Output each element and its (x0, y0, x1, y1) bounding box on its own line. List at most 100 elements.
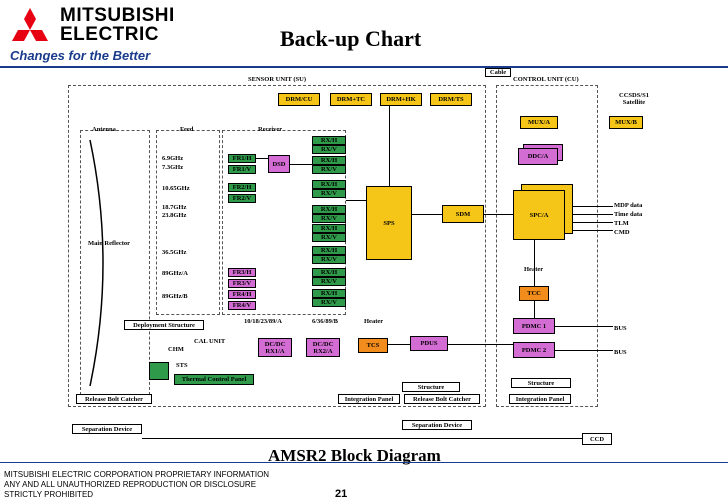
voltages-2: 6/36/89/B (312, 318, 339, 325)
connector (555, 350, 613, 351)
tagline: Changes for the Better (10, 48, 151, 63)
output-cmd: CMD (614, 229, 630, 236)
drm-ts-box: DRM/TS (430, 93, 472, 106)
connector (389, 106, 390, 186)
receiver-rx-box: RX/V (312, 298, 346, 307)
heater-su-label: Heater (364, 318, 384, 325)
feed-box: FR3/H (228, 268, 256, 277)
release-bolt-antenna-box: Release Bolt Catcher (76, 394, 152, 404)
connector (573, 206, 613, 207)
connector (256, 158, 268, 159)
brand-line-1: MITSUBISHI (60, 5, 175, 26)
footer-rule (0, 462, 728, 463)
feed-label: Feed (180, 126, 194, 133)
connector (290, 164, 312, 165)
sensor-unit-label: SENSOR UNIT (SU) (248, 76, 307, 83)
receiver-rx-box: RX/H (312, 268, 346, 277)
freq-23-8: 23.8GHz (162, 212, 187, 219)
thermal-panel-box: Thermal Control Panel (174, 374, 254, 385)
dsd-box: DSD (268, 155, 290, 173)
receiver-rx-box: RX/H (312, 136, 346, 145)
feed-box: FR4/H (228, 290, 256, 299)
brand-line-2: ELECTRIC (60, 24, 159, 45)
receiver-rx-box: RX/V (312, 233, 346, 242)
tcc-box: TCC (519, 286, 549, 301)
footer-line-1: MITSUBISHI ELECTRIC CORPORATION PROPRIET… (4, 470, 270, 479)
connector (573, 230, 613, 231)
ccd-box: CCD (582, 433, 612, 445)
cable-label: Cable (485, 68, 511, 77)
connector (534, 240, 535, 286)
main-reflector-label: Main Reflector (88, 240, 131, 247)
control-unit-label: CONTROL UNIT (CU) (513, 76, 579, 83)
spc-box: SPC/A (513, 190, 565, 240)
feed-box: FR3/V (228, 279, 256, 288)
structure-su-box: Structure (402, 382, 460, 392)
receiver-rx-box: RX/V (312, 255, 346, 264)
freq-10-65: 10.65GHz (162, 185, 190, 192)
freq-7-3: 7.3GHz (162, 164, 184, 171)
connector (484, 214, 513, 215)
sdm-box: SDM (442, 205, 484, 223)
receiver-rx-box: RX/V (312, 145, 346, 154)
pdmc1-box: PDMC 1 (513, 318, 555, 334)
sps-box: SPS (366, 186, 412, 260)
dcdc-2-box: DC/DC RX2/A (306, 338, 340, 357)
connector (448, 344, 513, 345)
connector (142, 438, 582, 439)
drm-cu-box: DRM/CU (278, 93, 320, 106)
structure-cu-box: Structure (511, 378, 571, 388)
separation-device-2: Separation Device (402, 420, 472, 430)
main-reflector-icon (89, 139, 104, 387)
feed-box: FR2/H (228, 183, 256, 192)
freq-89-b: 89GHz/B (162, 293, 188, 300)
feed-box: FR2/V (228, 194, 256, 203)
mitsubishi-logo-icon (12, 8, 48, 41)
heater-cu-label: Heater (524, 266, 543, 273)
header-rule (0, 66, 728, 68)
connector (573, 222, 613, 223)
integration-panel-cu-box: Integration Panel (509, 394, 571, 404)
sts-box (149, 362, 169, 380)
receiver-rx-box: RX/H (312, 205, 346, 214)
feed-boundary (156, 130, 220, 315)
sensor-unit-boundary (68, 85, 486, 407)
ddc-box: DDC/A (518, 148, 558, 165)
mux-b-box: MUX/B (609, 116, 643, 129)
output-tlm: TLM (614, 220, 629, 227)
separation-device-1: Separation Device (72, 424, 142, 434)
cal-unit-label: CAL UNIT (194, 338, 226, 345)
connector (555, 326, 613, 327)
receiver-rx-box: RX/H (312, 224, 346, 233)
antenna-label: Antenna (92, 126, 116, 133)
freq-18-7: 18.7GHz (162, 204, 187, 211)
page-title: Back-up Chart (280, 26, 422, 51)
receiver-rx-box: RX/H (312, 180, 346, 189)
deployment-structure-box: Deployment Structure (124, 320, 204, 330)
footer-line-2: ANY AND ALL UNAUTHORIZED REPRODUCTION OR… (4, 480, 257, 489)
feed-box: FR1/V (228, 165, 256, 174)
mux-a-box: MUX/A (520, 116, 558, 129)
bus-label-2: BUS (614, 349, 627, 356)
connector (388, 344, 410, 345)
receiver-rx-box: RX/V (312, 189, 346, 198)
drm-tc-box: DRM+TC (330, 93, 372, 106)
page-number: 21 (335, 488, 348, 500)
ccsds-satellite-label: CCSDS/S1 Satellite (619, 92, 649, 106)
integration-panel-su-box: Integration Panel (338, 394, 400, 404)
receiver-rx-box: RX/H (312, 246, 346, 255)
receiver-rx-box: RX/H (312, 289, 346, 298)
sts-label: STS (176, 362, 188, 369)
diagram-caption: AMSR2 Block Diagram (268, 446, 441, 465)
bus-label-1: BUS (614, 325, 627, 332)
feed-box: FR1/H (228, 154, 256, 163)
tcs-box: TCS (358, 338, 388, 353)
drm-hk-box: DRM+HK (380, 93, 422, 106)
chm-label: CHM (168, 346, 184, 353)
connector (346, 200, 366, 201)
freq-89-a: 89GHz/A (162, 270, 188, 277)
connector (412, 214, 442, 215)
release-bolt-su-box: Release Bolt Catcher (404, 394, 480, 404)
dcdc-1-box: DC/DC RX1/A (258, 338, 292, 357)
pdmc2-box: PDMC 2 (513, 342, 555, 358)
